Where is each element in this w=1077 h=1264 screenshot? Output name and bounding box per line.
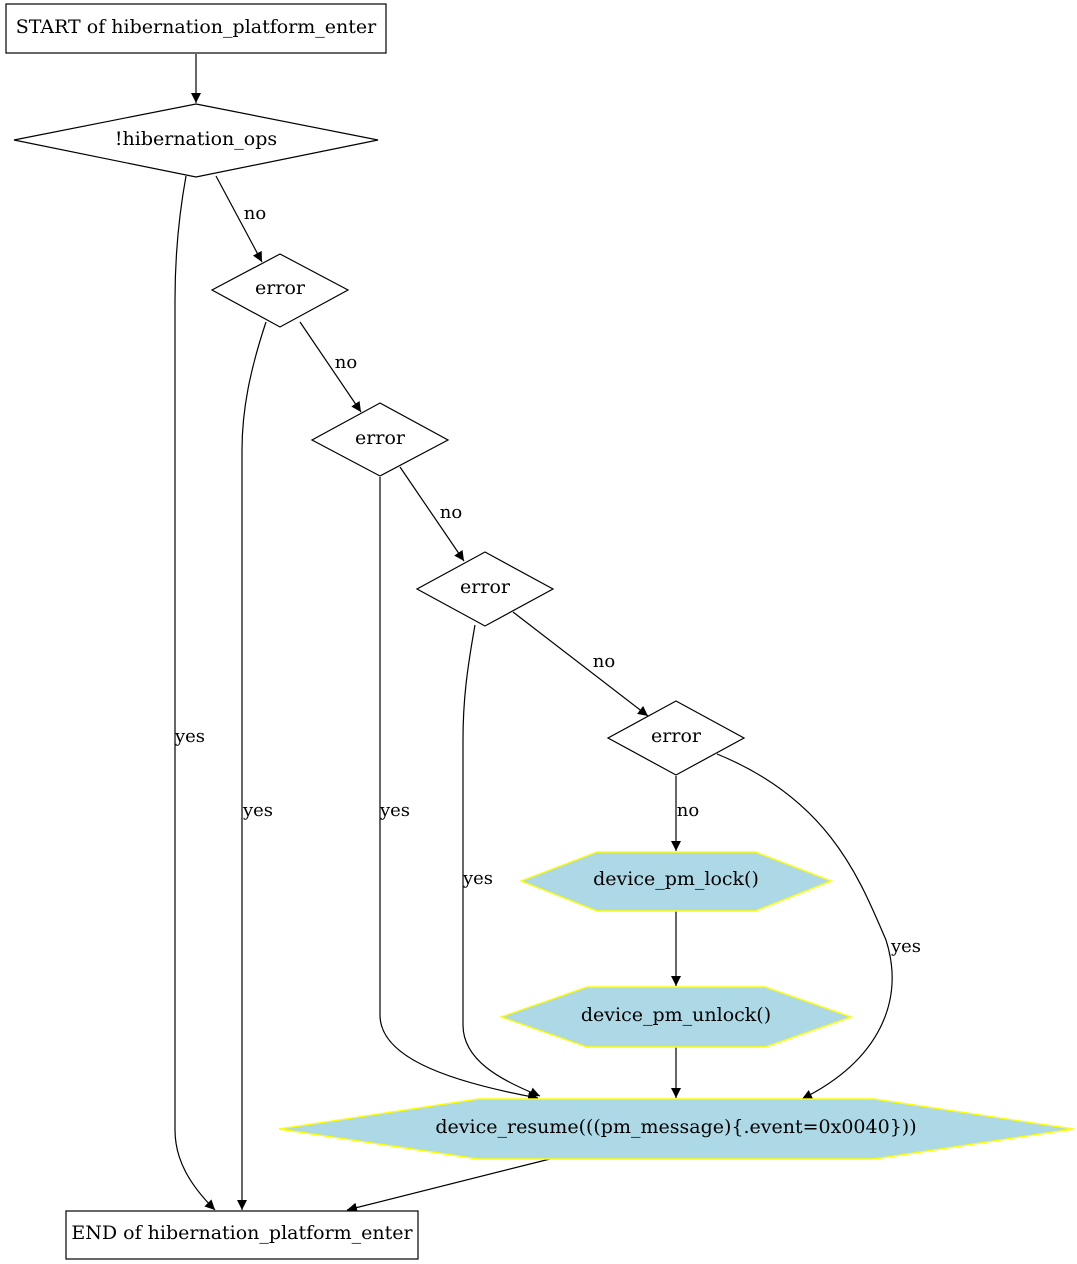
edge-label-e4-yes: yes xyxy=(890,936,921,957)
end-node: END of hibernation_platform_enter xyxy=(65,1210,419,1260)
start-node: START of hibernation_platform_enter xyxy=(5,3,387,54)
action-device-pm-unlock-label: device_pm_unlock() xyxy=(581,1004,771,1026)
edge-ops-no xyxy=(215,175,263,263)
edge-e2-no xyxy=(399,466,465,562)
edge-label-e3-no: no xyxy=(593,651,615,672)
decision-error-4-label: error xyxy=(651,725,702,747)
decision-error-2-label: error xyxy=(355,427,406,449)
edge-e2-yes xyxy=(379,477,539,1102)
edge-labels: no yes no yes no yes no yes no yes xyxy=(174,203,921,957)
action-device-resume-label: device_resume(((pm_message){.event=0x004… xyxy=(435,1116,916,1138)
edge-label-e1-no: no xyxy=(335,352,357,373)
edge-label-e2-no: no xyxy=(440,502,462,523)
action-device-pm-unlock: device_pm_unlock() xyxy=(498,986,854,1048)
edge-label-ops-no: no xyxy=(244,203,266,224)
action-device-pm-lock-label: device_pm_lock() xyxy=(593,868,759,890)
decision-error-1-label: error xyxy=(255,277,306,299)
decision-error-4: error xyxy=(606,700,746,776)
edge-label-ops-yes: yes xyxy=(174,726,205,747)
decision-error-3: error xyxy=(415,551,555,627)
action-device-resume: device_resume(((pm_message){.event=0x004… xyxy=(278,1098,1074,1160)
edges xyxy=(174,54,893,1213)
edge-ops-yes xyxy=(174,175,216,1211)
edge-e3-no xyxy=(512,611,649,717)
edge-resume-to-end xyxy=(346,1158,551,1213)
decision-error-3-label: error xyxy=(460,576,511,598)
start-node-label: START of hibernation_platform_enter xyxy=(16,16,377,38)
edge-label-e1-yes: yes xyxy=(242,800,273,821)
decision-error-2: error xyxy=(310,402,450,477)
edge-label-e2-yes: yes xyxy=(379,800,410,821)
edge-e1-no xyxy=(299,321,362,413)
edge-label-e4-no: no xyxy=(677,800,699,821)
decision-hibernation-ops: !hibernation_ops xyxy=(13,103,379,178)
end-node-label: END of hibernation_platform_enter xyxy=(71,1222,413,1244)
edge-label-e3-yes: yes xyxy=(462,868,493,889)
decision-hibernation-ops-label: !hibernation_ops xyxy=(115,128,277,150)
decision-error-1: error xyxy=(210,253,350,328)
edge-e4-yes xyxy=(716,753,893,1100)
edge-e3-yes xyxy=(462,624,541,1097)
edge-e1-yes xyxy=(237,321,267,1210)
action-device-pm-lock: device_pm_lock() xyxy=(519,851,833,912)
